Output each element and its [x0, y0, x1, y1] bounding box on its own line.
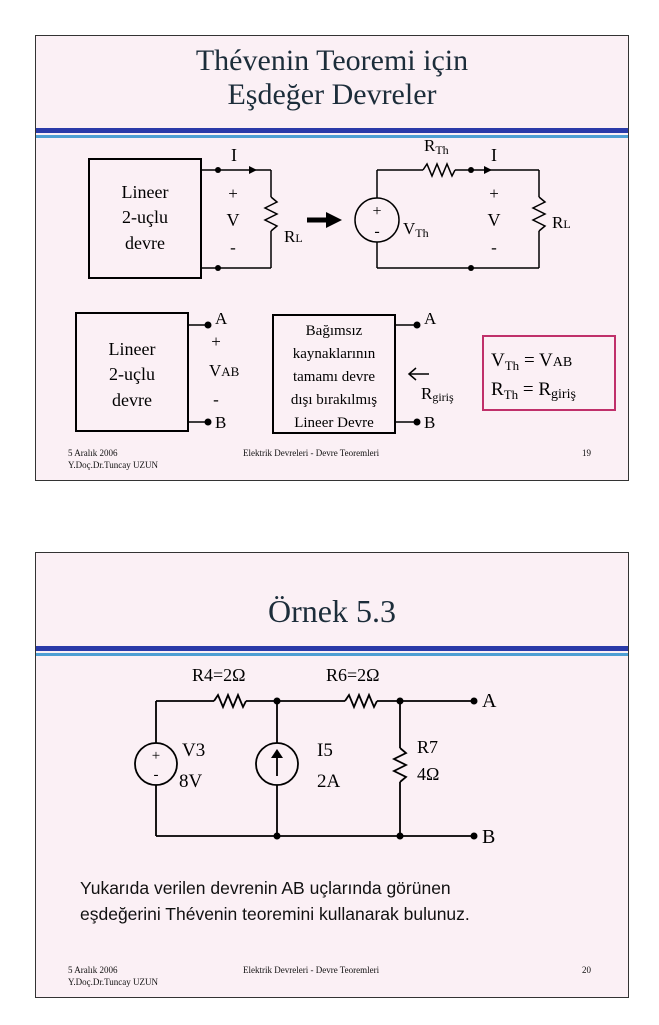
terminal-a-label: A [215, 309, 228, 328]
box1-line-1: Lineer [122, 182, 169, 202]
terminal-a2-dot [413, 321, 421, 329]
vab-label: VAB [209, 361, 240, 380]
box3-line-4: dışı bırakılmış [291, 392, 377, 408]
vab-minus: - [213, 390, 219, 409]
rgiris-label: Rgiriş [421, 384, 454, 404]
current-arrow [249, 166, 257, 174]
footer-author: Y.Doç.Dr.Tuncay UZUN [68, 977, 158, 987]
terminal-dot-top [215, 167, 221, 173]
thevenin-plus: + [489, 184, 499, 203]
box2-line-3: devre [112, 390, 152, 410]
problem-line-1: Yukarıda verilen devrenin AB uçlarında g… [80, 878, 451, 898]
terminal-a-label: A [482, 690, 497, 712]
i5-name: I5 [317, 740, 333, 761]
i5-value: 2A [317, 771, 341, 792]
box1-line-3: devre [125, 233, 165, 253]
r7-value: 4Ω [417, 764, 439, 784]
circuit-wires [134, 692, 474, 837]
example-circuit-diagram: + - R4=2Ω R6=2Ω V3 8V I5 2A R7 4Ω A B [134, 665, 497, 848]
r7-name: R7 [417, 737, 438, 757]
voltage-label: V [227, 210, 240, 230]
node-4 [396, 832, 404, 840]
problem-line-2: eşdeğerini Thévenin teoremini kullanarak… [80, 904, 470, 925]
current-source-arrow [271, 749, 283, 758]
thevenin-dot-bottom [468, 265, 474, 271]
title-rule [36, 646, 628, 651]
terminal-b-label: B [482, 826, 495, 848]
terminal-a-dot [470, 697, 478, 705]
thevenin-load-label: RL [552, 213, 571, 232]
terminal-b-dot [470, 832, 478, 840]
slide-title: Thévenin Teoremi için Eşdeğer Devreler [36, 44, 628, 111]
vth-label: VTh [403, 219, 429, 240]
box3-line-2: kaynaklarının [293, 346, 376, 362]
r4-label: R4=2Ω [192, 665, 246, 685]
problem-statement: Yukarıda verilen devrenin AB uçlarında g… [80, 875, 470, 928]
box2-line-1: Lineer [109, 339, 156, 359]
terminal-a2-label: A [424, 309, 437, 328]
plus-sign: + [228, 184, 238, 203]
terminal-b-label: B [215, 413, 226, 432]
title-line-1: Thévenin Teoremi için [195, 44, 469, 77]
deactivated-network-box [272, 314, 396, 434]
footer-title: Elektrik Devreleri - Devre Teoremleri [243, 448, 380, 458]
current-label: I [231, 145, 237, 165]
box3-line-5: Lineer Devre [294, 415, 374, 431]
linear-network-box-2 [75, 312, 189, 432]
v3-value: 8V [179, 771, 203, 792]
rth-label: RTh [424, 136, 449, 157]
title-rule-accent [36, 135, 628, 138]
load-wires [201, 169, 279, 269]
thevenin-equivalent-diagram: Lineer 2-uçlu devre I + V - RL [75, 136, 616, 434]
equation-rth: RTh = Rgiriş [491, 379, 576, 402]
thevenin-current-arrow [484, 166, 492, 174]
page-number: 19 [582, 448, 591, 458]
load-resistor-label: RL [284, 227, 303, 246]
slide-20: Örnek 5.3 + - R4=2Ω [35, 552, 629, 998]
node-1 [273, 697, 281, 705]
vab-plus: + [211, 332, 221, 351]
node-2 [396, 697, 404, 705]
page-number: 20 [582, 965, 591, 975]
box3-line-1: Bağımsız [306, 323, 363, 339]
node-3 [273, 832, 281, 840]
title-rule-accent [36, 653, 628, 656]
minus-sign: - [230, 238, 236, 257]
linear-network-box [88, 158, 202, 279]
terminal-b2-label: B [424, 413, 435, 432]
footer-title: Elektrik Devreleri - Devre Teoremleri [243, 965, 380, 975]
terminal-dot-bottom [215, 265, 221, 271]
box2-line-2: 2-uçlu [109, 364, 155, 384]
vth-minus: - [374, 223, 379, 240]
footer-author: Y.Doç.Dr.Tuncay UZUN [68, 460, 158, 470]
title-line-2: Eşdeğer Devreler [227, 77, 437, 111]
thevenin-wires [354, 162, 547, 269]
terminal-a-dot [204, 321, 212, 329]
transform-arrow-head [326, 212, 342, 228]
thevenin-dot-top [468, 167, 474, 173]
v3-name: V3 [182, 740, 205, 761]
box3-line-3: tamamı devre [293, 369, 375, 385]
v3-minus: - [154, 767, 159, 783]
title-rule [36, 128, 628, 133]
terminal-b2-dot [413, 418, 421, 426]
thevenin-minus: - [491, 238, 497, 257]
slide-title: Örnek 5.3 [268, 593, 396, 629]
r6-label: R6=2Ω [326, 665, 380, 685]
vth-plus: + [372, 203, 381, 220]
footer-date: 5 Aralık 2006 [68, 448, 118, 458]
terminal-b-dot [204, 418, 212, 426]
thevenin-current-label: I [491, 145, 497, 165]
equations-box [482, 335, 616, 411]
footer-date: 5 Aralık 2006 [68, 965, 118, 975]
equation-vth: VTh = VAB [491, 350, 572, 373]
thevenin-voltage-label: V [488, 210, 501, 230]
box1-line-2: 2-uçlu [122, 207, 168, 227]
v3-plus: + [152, 748, 160, 764]
slide-19: Thévenin Teoremi için Eşdeğer Devreler L… [35, 35, 629, 481]
rgiris-arrow-head [407, 367, 417, 381]
